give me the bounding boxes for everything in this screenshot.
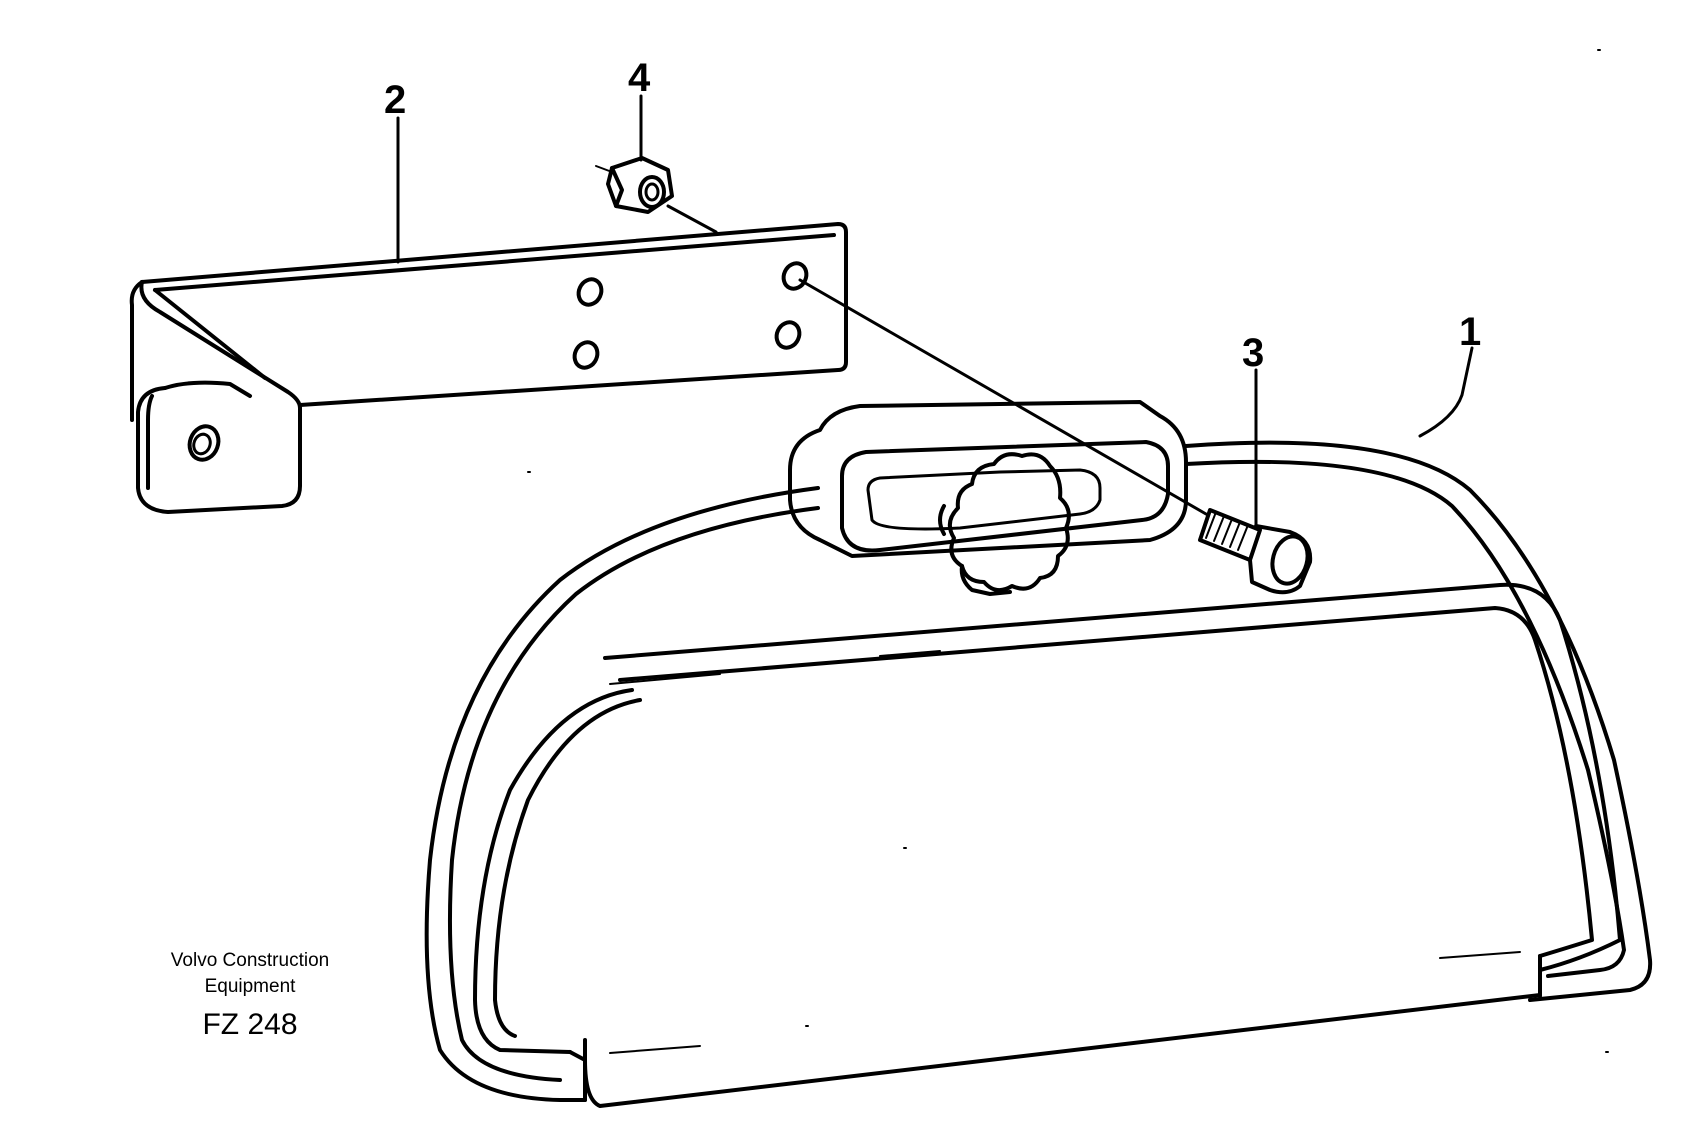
scan-specks: [527, 49, 1609, 1053]
assembly-line: [798, 278, 1208, 516]
nut: [595, 156, 718, 234]
manufacturer-line-2: Equipment: [204, 976, 296, 997]
figure-code: FZ 248: [202, 1008, 298, 1041]
manufacturer-line-1: Volvo Construction: [170, 950, 330, 971]
leader-lines: [396, 94, 1474, 528]
callout-part-2: 2: [384, 78, 407, 122]
callout-part-1: 1: [1459, 310, 1482, 354]
callout-part-4: 4: [628, 56, 651, 100]
callout-part-3: 3: [1242, 331, 1265, 375]
mirror: [424, 400, 1653, 1108]
mounting-bracket: [129, 222, 848, 514]
bolt: [1198, 508, 1313, 595]
